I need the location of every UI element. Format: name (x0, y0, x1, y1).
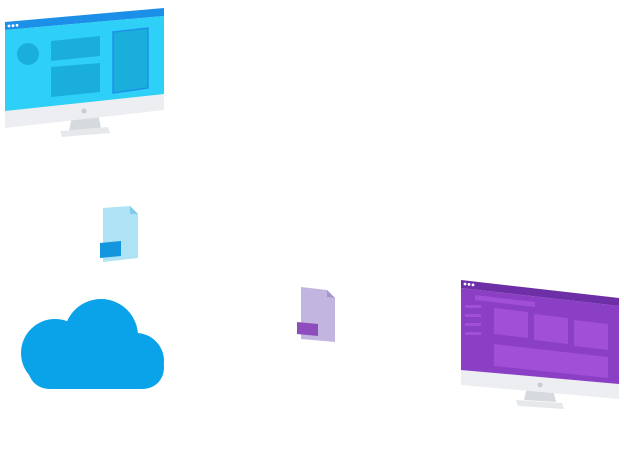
document-blue-icon (100, 206, 138, 262)
document-purple-icon (297, 287, 335, 342)
monitor-blue-icon (5, 8, 164, 137)
monitor-purple-icon (461, 280, 619, 409)
cloud-icon (21, 299, 164, 389)
